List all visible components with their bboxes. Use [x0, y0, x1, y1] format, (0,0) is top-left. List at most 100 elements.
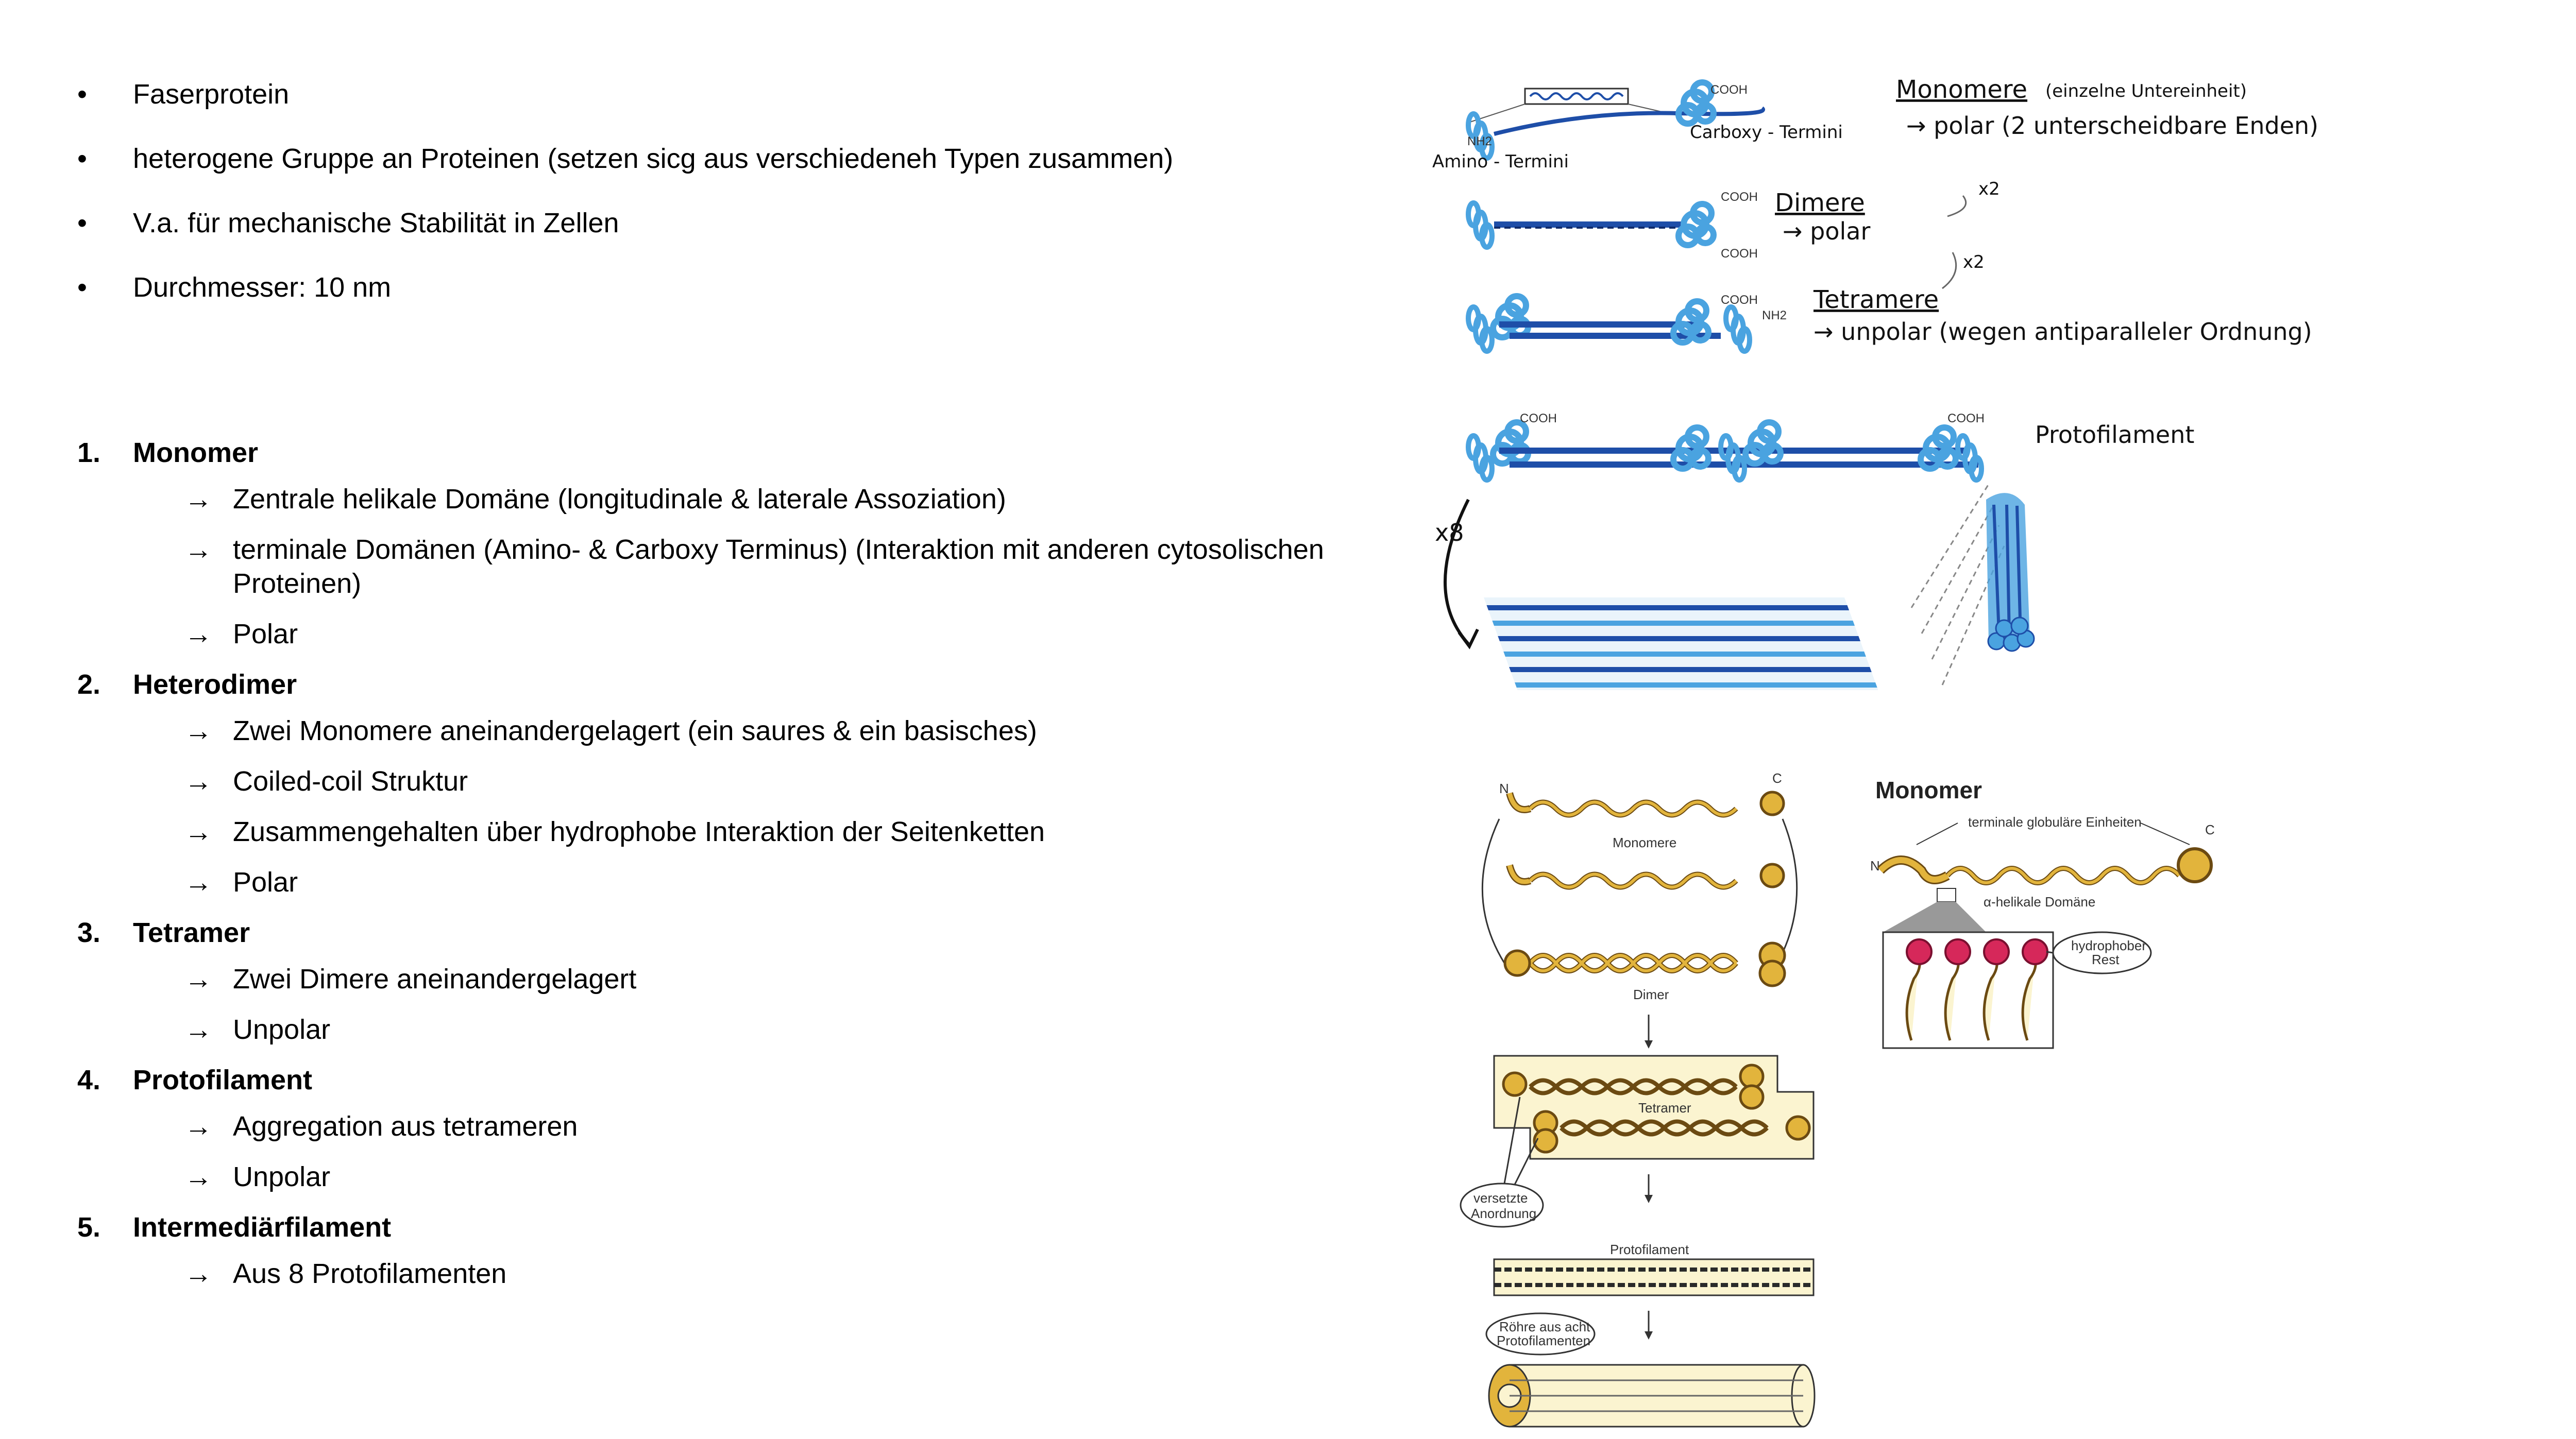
- bullet-item: •heterogene Gruppe an Proteinen (setzen …: [77, 142, 1340, 176]
- arrow-right-icon: →: [184, 1258, 212, 1289]
- svg-text:Protofilament: Protofilament: [1610, 1242, 1689, 1257]
- x8-arrow: [1444, 499, 1470, 645]
- textbook-assembly-diagram: N C Monomere Dimer: [1460, 770, 1816, 1428]
- dimer-drawing: COOH COOH: [1468, 190, 1758, 261]
- svg-text:x2: x2: [1978, 179, 2000, 199]
- arrow-right-icon: →: [184, 1161, 212, 1192]
- arrow-right-icon: →: [184, 867, 212, 898]
- svg-text:Rest: Rest: [2092, 952, 2120, 967]
- intro-bullet-list: •Faserprotein •heterogene Gruppe an Prot…: [77, 77, 1340, 335]
- svg-text:x2: x2: [1963, 252, 1985, 272]
- versetzte-callout: [1460, 1183, 1544, 1228]
- protofilament-drawing: COOH COOH: [1468, 412, 1985, 480]
- cooh-label: COOH: [1710, 83, 1748, 97]
- svg-text:hydrophober: hydrophober: [2071, 938, 2146, 953]
- x2-arrow: [1947, 195, 1967, 217]
- section-monomer: 1.Monomer →Zentrale helikale Domäne (lon…: [77, 436, 1340, 651]
- sub-item: →Zwei Monomere aneinandergelagert (ein s…: [77, 714, 1340, 748]
- svg-text:COOH: COOH: [1947, 412, 1985, 425]
- svg-text:Dimer: Dimer: [1633, 987, 1669, 1002]
- section-heading: 5.Intermediärfilament: [77, 1212, 392, 1243]
- svg-text:C: C: [2205, 822, 2215, 837]
- svg-text:COOH: COOH: [1520, 412, 1557, 425]
- sub-item: →terminale Domänen (Amino- & Carboxy Ter…: [77, 533, 1340, 601]
- bullet-icon: •: [77, 208, 87, 238]
- nh2-label: NH2: [1467, 134, 1492, 148]
- section-protofilament: 4.Protofilament →Aggregation aus tetrame…: [77, 1063, 1340, 1194]
- bullet-item: •Durchmesser: 10 nm: [77, 270, 1340, 304]
- arrow-right-icon: →: [184, 484, 212, 515]
- svg-text:N: N: [1499, 781, 1509, 796]
- sub-item: →Unpolar: [77, 1160, 1340, 1194]
- svg-text:C: C: [1772, 770, 1782, 786]
- svg-text:COOH: COOH: [1721, 247, 1758, 261]
- arrow-right-icon: →: [184, 1014, 212, 1045]
- svg-text:versetzte: versetzte: [1473, 1190, 1528, 1206]
- svg-text:COOH: COOH: [1721, 190, 1758, 204]
- x8-label: x8: [1435, 519, 1464, 546]
- arrow-right-icon: →: [184, 1111, 212, 1142]
- bullet-icon: •: [77, 272, 87, 303]
- tetramere-title: Tetramere: [1813, 285, 1939, 314]
- bullet-item: •V.a. für mechanische Stabilität in Zell…: [77, 206, 1340, 240]
- svg-text:Monomere: Monomere: [1613, 835, 1676, 850]
- section-heterodimer: 2.Heterodimer →Zwei Monomere aneinanderg…: [77, 667, 1340, 899]
- tetramer-drawing: Tetramer: [1493, 1055, 1815, 1160]
- section-intermediaerfilament: 5.Intermediärfilament →Aus 8 Protofilame…: [77, 1210, 1340, 1291]
- dimer-drawing: Dimer: [1503, 941, 1786, 1002]
- monomere-pair: Monomere: [1506, 791, 1785, 890]
- assembly-diagram: NH2 COOH Amino - Termini Carboxy - Termi…: [1432, 75, 2318, 690]
- tetramer-drawing: COOH NH2: [1468, 293, 1787, 351]
- svg-text:terminale globuläre Einheiten: terminale globuläre Einheiten: [1968, 814, 2142, 830]
- monomere-title: Monomere: [1896, 75, 2027, 104]
- protofilament-label: Protofilament: [2035, 421, 2194, 449]
- sub-item: →Zentrale helikale Domäne (longitudinale…: [77, 482, 1340, 516]
- arrow-right-icon: →: [184, 619, 212, 649]
- filament-bundle: [1986, 493, 2035, 652]
- svg-text:Tetramer: Tetramer: [1638, 1100, 1691, 1116]
- arrow-right-icon: →: [184, 534, 212, 565]
- arrow-right-icon: →: [184, 715, 212, 746]
- bullet-item: •Faserprotein: [77, 77, 1340, 111]
- svg-text:Protofilamenten: Protofilamenten: [1497, 1333, 1590, 1348]
- sub-item: →Aus 8 Protofilamenten: [77, 1257, 1340, 1291]
- svg-text:NH2: NH2: [1762, 309, 1787, 322]
- sub-item: →Polar: [77, 617, 1340, 651]
- svg-text:N: N: [1870, 858, 1880, 873]
- section-heading: 3.Tetramer: [77, 917, 250, 948]
- carboxy-termini-label: Carboxy - Termini: [1690, 122, 1843, 143]
- sub-item: →Polar: [77, 865, 1340, 899]
- monomer-detail-diagram: Monomer terminale globuläre Einheiten N …: [1870, 777, 2215, 1049]
- bullet-icon: •: [77, 143, 87, 174]
- arrow-right-icon: →: [184, 964, 212, 995]
- section-heading: 2.Heterodimer: [77, 669, 297, 700]
- filament-sheet: [1484, 597, 1878, 690]
- tetramere-desc: → unpolar (wegen antiparalleler Ordnung): [1814, 318, 2312, 346]
- amino-termini-label: Amino - Termini: [1432, 151, 1569, 172]
- dimere-title: Dimere: [1775, 189, 1865, 217]
- filament-tube: [1488, 1364, 1816, 1428]
- protofilament-drawing: Protofilament: [1493, 1242, 1815, 1296]
- sub-item: →Zusammengehalten über hydrophobe Intera…: [77, 815, 1340, 849]
- svg-text:Röhre aus acht: Röhre aus acht: [1499, 1319, 1590, 1334]
- arrow-right-icon: →: [184, 766, 212, 797]
- svg-text:COOH: COOH: [1721, 293, 1758, 307]
- bullet-icon: •: [77, 79, 87, 110]
- sub-item: →Coiled-coil Struktur: [77, 764, 1340, 798]
- hydrophob-residues: [1905, 938, 2048, 1041]
- section-tetramer: 3.Tetramer →Zwei Dimere aneinandergelage…: [77, 916, 1340, 1047]
- monomer-detail-title: Monomer: [1875, 777, 1982, 803]
- arrow-right-icon: →: [184, 816, 212, 847]
- monomere-desc: → polar (2 unterscheidbare Enden): [1906, 112, 2318, 140]
- monomer-drawing: NH2 COOH Amino - Termini Carboxy - Termi…: [1432, 82, 1843, 172]
- svg-text:α-helikale Domäne: α-helikale Domäne: [1984, 894, 2095, 910]
- section-heading: 4.Protofilament: [77, 1065, 313, 1095]
- section-heading: 1.Monomer: [77, 437, 258, 468]
- sub-item: →Unpolar: [77, 1013, 1340, 1047]
- numbered-section-list: 1.Monomer →Zentrale helikale Domäne (lon…: [77, 436, 1340, 1307]
- svg-text:Anordnung: Anordnung: [1471, 1206, 1536, 1221]
- x2-arrow: [1942, 252, 1957, 289]
- dimere-desc: → polar: [1783, 217, 1870, 245]
- sub-item: →Zwei Dimere aneinandergelagert: [77, 962, 1340, 996]
